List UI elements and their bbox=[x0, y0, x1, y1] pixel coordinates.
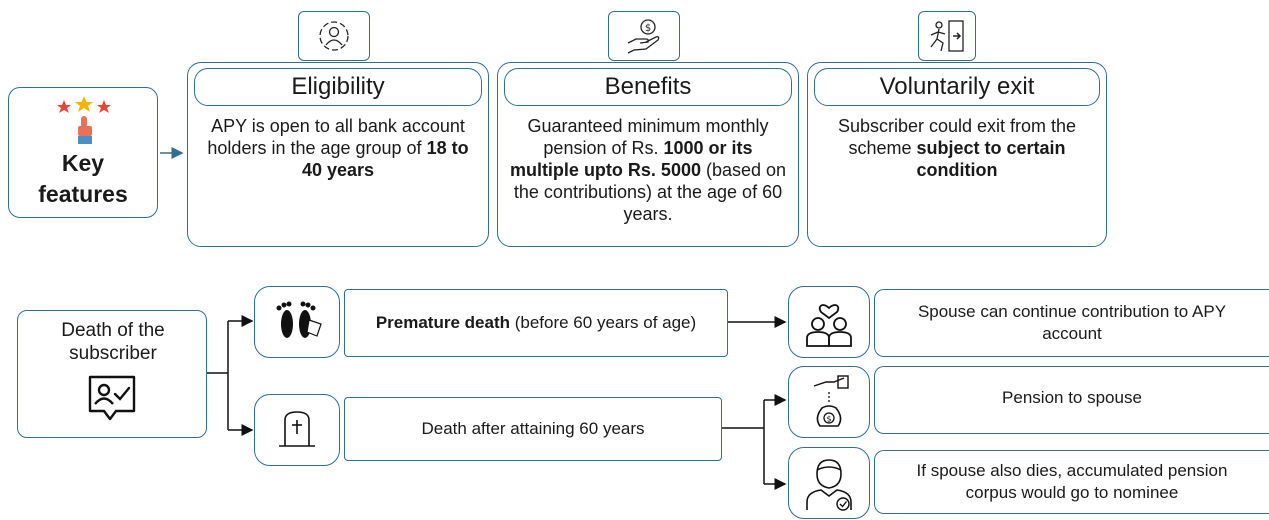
pension-icon-box: $ bbox=[788, 366, 870, 438]
nominee-box: If spouse also dies, accumulated pension… bbox=[874, 450, 1269, 514]
benefits-text: Guaranteed minimum monthly pension of Rs… bbox=[509, 116, 787, 224]
death-subscriber-box: Death of the subscriber bbox=[17, 310, 207, 438]
exit-card: Voluntarily exit Subscriber could exit f… bbox=[807, 62, 1107, 247]
benefits-card: Benefits Guaranteed minimum monthly pens… bbox=[497, 62, 799, 247]
exit-text: Subscriber could exit from the scheme su… bbox=[837, 116, 1077, 180]
profile-check-icon bbox=[88, 375, 136, 421]
premature-death-box: Premature death (before 60 years of age) bbox=[344, 289, 728, 357]
eligibility-title: Eligibility bbox=[194, 68, 482, 106]
person-target-icon bbox=[319, 21, 349, 51]
money-hand-icon: $ bbox=[627, 19, 660, 54]
star-rating-hand-icon bbox=[57, 96, 111, 144]
eligibility-text: APY is open to all bank account holders … bbox=[207, 116, 469, 180]
exit-door-icon bbox=[930, 20, 964, 52]
feet-tag-icon bbox=[276, 301, 322, 338]
pension-spouse-box: Pension to spouse bbox=[874, 366, 1269, 434]
after60-box: Death after attaining 60 years bbox=[344, 397, 722, 461]
eligibility-icon-tab bbox=[298, 11, 370, 61]
couple-icon-box bbox=[788, 286, 870, 358]
grave-icon bbox=[279, 411, 315, 447]
exit-title: Voluntarily exit bbox=[814, 68, 1100, 106]
svg-text:$: $ bbox=[826, 415, 831, 424]
spouse-continue-box: Spouse can continue contribution to APY … bbox=[874, 289, 1269, 357]
grave-icon-box bbox=[254, 394, 340, 466]
svg-text:$: $ bbox=[645, 23, 651, 34]
person-check-icon bbox=[806, 459, 852, 511]
death-subscriber-title: Death of the subscriber bbox=[61, 320, 165, 364]
couple-heart-icon bbox=[806, 304, 852, 347]
feet-icon-box bbox=[254, 286, 340, 358]
nominee-icon-box bbox=[788, 447, 870, 519]
eligibility-card: Eligibility APY is open to all bank acco… bbox=[187, 62, 489, 247]
benefits-title: Benefits bbox=[504, 68, 792, 106]
money-bag-hand-icon: $ bbox=[813, 375, 849, 427]
benefits-icon-tab: $ bbox=[608, 11, 680, 61]
exit-icon-tab bbox=[918, 11, 976, 61]
key-features-box: Key features bbox=[8, 87, 158, 218]
key-features-title: Key features bbox=[38, 150, 128, 207]
